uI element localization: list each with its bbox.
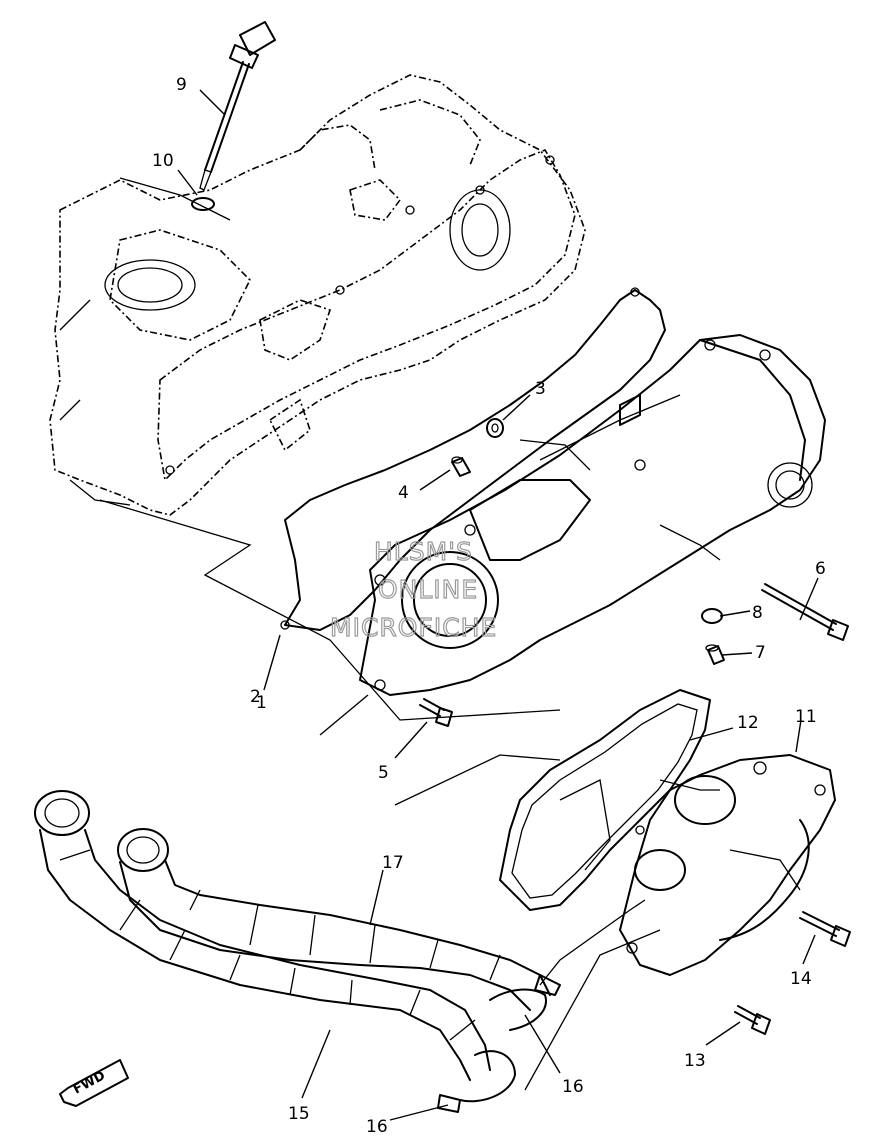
watermark: HLSM'S ONLINE MICROFICHE xyxy=(329,536,497,642)
callout-12: 12 xyxy=(737,713,759,733)
callout-17: 17 xyxy=(382,853,404,873)
crankcase-gasket-outline xyxy=(157,149,576,482)
part-9-dipstick xyxy=(199,21,276,191)
engine-crankcase xyxy=(49,74,586,516)
watermark-line-3: MICROFICHE xyxy=(330,613,497,642)
part-15-intake-hose xyxy=(34,790,491,1081)
callout-14: 14 xyxy=(790,969,812,989)
callout-13: 13 xyxy=(684,1051,706,1071)
callout-11: 11 xyxy=(795,707,817,727)
callout-2: 2 xyxy=(250,687,261,707)
part-5-bolt xyxy=(419,698,453,727)
part-8-washer xyxy=(701,608,723,624)
part-3-washer xyxy=(486,418,504,438)
callout-labels: 1 2 3 4 5 6 7 8 9 10 11 12 13 14 15 16 1… xyxy=(152,75,826,1137)
fwd-label: FWD xyxy=(71,1068,108,1097)
part-16-hose-clamp-upper xyxy=(489,974,561,1031)
callout-7: 7 xyxy=(755,643,766,663)
callout-4: 4 xyxy=(398,483,409,503)
callout-9: 9 xyxy=(176,75,187,95)
watermark-line-2: ONLINE xyxy=(378,575,478,604)
part-12-duct-gasket xyxy=(499,689,711,911)
part-2-gasket xyxy=(280,287,666,631)
callout-16-upper: 16 xyxy=(562,1077,584,1097)
callout-1: 1 xyxy=(256,693,267,713)
callout-16-lower: 16 xyxy=(366,1117,388,1137)
part-4-dowel-pin xyxy=(451,456,471,477)
part-14-bolt xyxy=(799,911,851,947)
part-11-duct-cover xyxy=(619,754,836,976)
fwd-direction-arrow: FWD xyxy=(59,1059,129,1107)
part-6-long-bolt xyxy=(761,583,849,641)
callout-15: 15 xyxy=(288,1104,310,1124)
watermark-line-1: HLSM'S xyxy=(374,537,473,566)
part-10-o-ring xyxy=(191,197,215,211)
part-7-plug xyxy=(705,644,725,665)
part-16-hose-clamp-lower xyxy=(437,1050,516,1113)
part-1-crankcase-cover xyxy=(359,334,826,696)
callout-3: 3 xyxy=(535,379,546,399)
part-17-intake-hose xyxy=(117,828,551,1011)
callout-6: 6 xyxy=(815,559,826,579)
callout-8: 8 xyxy=(752,603,763,623)
part-13-bolt xyxy=(734,1005,771,1035)
leader-lines xyxy=(99,89,819,1121)
callout-5: 5 xyxy=(378,763,389,783)
callout-10: 10 xyxy=(152,151,174,171)
